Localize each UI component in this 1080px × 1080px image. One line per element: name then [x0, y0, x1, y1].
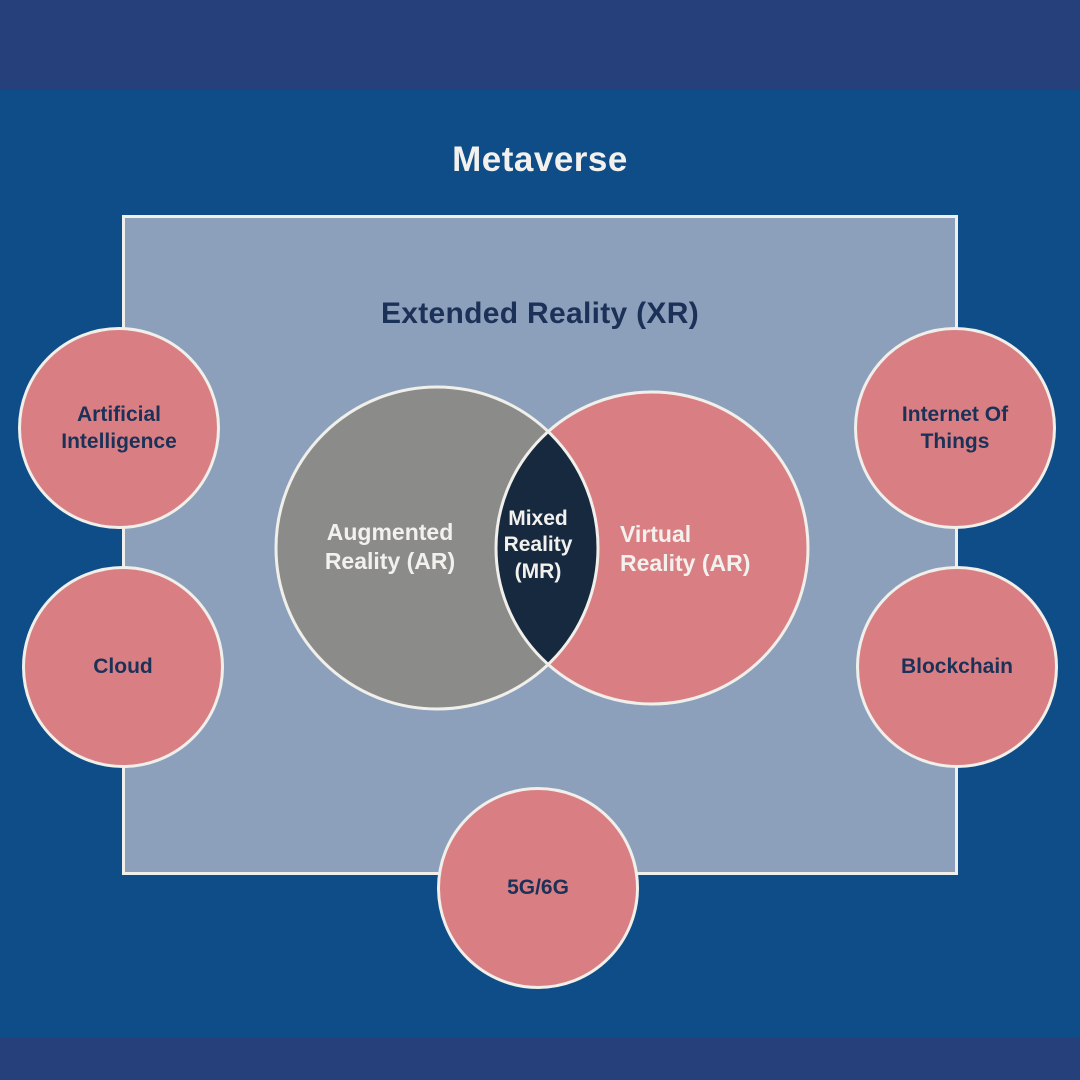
circle-5g-6g: 5G/6G: [437, 787, 639, 989]
top-band: [0, 0, 1080, 90]
circle-internet-of-things: Internet Of Things: [854, 327, 1056, 529]
augmented-reality-label: Augmented Reality (AR): [324, 519, 456, 574]
circle-label: Internet Of Things: [901, 402, 1009, 453]
circle-cloud: Cloud: [22, 566, 224, 768]
extended-reality-label: Extended Reality (XR): [380, 297, 700, 330]
page-title: Metaverse: [452, 140, 628, 179]
bottom-band: [0, 1038, 1080, 1080]
circle-label: 5G/6G: [507, 876, 569, 900]
virtual-reality-label: Virtual Reality (AR): [620, 521, 751, 576]
circle-blockchain: Blockchain: [856, 566, 1058, 768]
circle-label: Blockchain: [900, 655, 1014, 679]
circle-label: Artificial Intelligence: [61, 402, 177, 453]
circle-label: Cloud: [93, 655, 153, 679]
mixed-reality-label: Mixed Reality (MR): [503, 507, 573, 583]
circle-artificial-intelligence: Artificial Intelligence: [18, 327, 220, 529]
